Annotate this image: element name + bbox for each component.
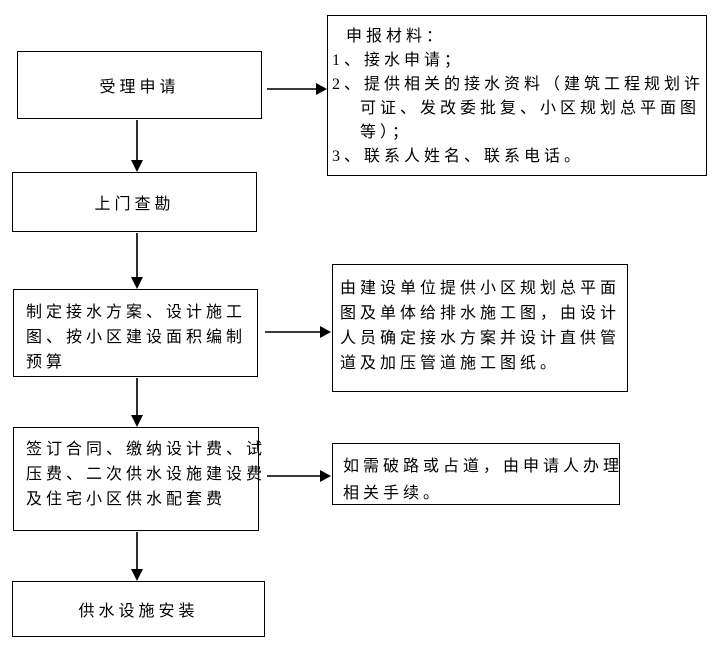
step-design-plan-line: 图、按小区建设面积编制 [26, 329, 247, 346]
arrow-shaft [267, 88, 317, 90]
arrow-head-down-icon [131, 569, 143, 581]
arrow-down-accept-to-survey [131, 120, 143, 172]
arrow-shaft [136, 120, 138, 162]
arrow-down-survey-to-plan [131, 233, 143, 289]
step-design-plan-line: 预算 [26, 354, 67, 371]
step-sign-contract-line: 压费、二次供水设施建设费 [26, 466, 267, 483]
arrow-right-contract-to-road-note [267, 470, 331, 482]
note-materials-item: 等）； [360, 124, 413, 141]
step-design-plan-line: 制定接水方案、设计施工 [26, 304, 247, 321]
note-design-line: 由建设单位提供小区规划总平面 [340, 280, 621, 297]
step-design-plan-budget: 制定接水方案、设计施工 图、按小区建设面积编制 预算 [13, 289, 258, 377]
note-materials-item: 3、联系人姓名、联系电话。 [332, 148, 585, 165]
arrow-head-down-icon [131, 160, 143, 172]
step-sign-contract-line: 签订合同、缴纳设计费、试 [26, 441, 267, 458]
note-application-materials: 申报材料： 1、接水申请； 2、提供相关的接水资料（建筑工程规划许 可证、发改委… [327, 15, 707, 176]
arrow-right-plan-to-design-note [265, 326, 331, 338]
step-sign-contract-pay-fees: 签订合同、缴纳设计费、试 压费、二次供水设施建设费 及住宅小区供水配套费 [13, 427, 267, 531]
arrow-head-right-icon [320, 326, 331, 338]
arrow-shaft [136, 233, 138, 279]
arrow-shaft [136, 378, 138, 417]
note-materials-item: 可证、发改委批复、小区规划总平面图 [360, 100, 701, 117]
step-site-survey-label: 上门查勘 [94, 196, 175, 213]
step-install-water-facilities: 供水设施安装 [12, 581, 265, 637]
arrow-head-right-icon [320, 470, 331, 482]
note-design-line: 图及单体给排水施工图，由设计 [340, 305, 621, 322]
arrow-shaft [136, 532, 138, 571]
arrow-down-plan-to-contract [131, 378, 143, 427]
step-accept-application: 受理申请 [17, 51, 262, 119]
step-accept-application-label: 受理申请 [99, 79, 180, 96]
note-design-line: 人员确定接水方案并设计直供管 [340, 330, 621, 347]
step-sign-contract-line: 及住宅小区供水配套费 [26, 491, 227, 508]
arrow-shaft [267, 475, 321, 477]
note-materials-title: 申报材料： [346, 28, 447, 45]
note-design-details: 由建设单位提供小区规划总平面 图及单体给排水施工图，由设计 人员确定接水方案并设… [332, 264, 628, 392]
arrow-shaft [265, 331, 321, 333]
note-design-line: 道及加压管道施工图纸。 [340, 355, 561, 372]
note-road-line: 如需破路或占道，由申请人办理 [343, 458, 624, 475]
note-materials-item: 2、提供相关的接水资料（建筑工程规划许 [332, 76, 705, 93]
step-install-water-facilities-label: 供水设施安装 [78, 603, 199, 620]
arrow-head-right-icon [316, 83, 327, 95]
note-road-permit: 如需破路或占道，由申请人办理 相关手续。 [332, 443, 620, 505]
note-road-line: 相关手续。 [343, 485, 444, 502]
step-site-survey: 上门查勘 [12, 172, 257, 232]
arrow-head-down-icon [131, 277, 143, 289]
note-materials-item: 1、接水申请； [332, 52, 465, 69]
arrow-down-contract-to-install [131, 532, 143, 581]
arrow-head-down-icon [131, 415, 143, 427]
arrow-right-accept-to-materials [267, 83, 327, 95]
